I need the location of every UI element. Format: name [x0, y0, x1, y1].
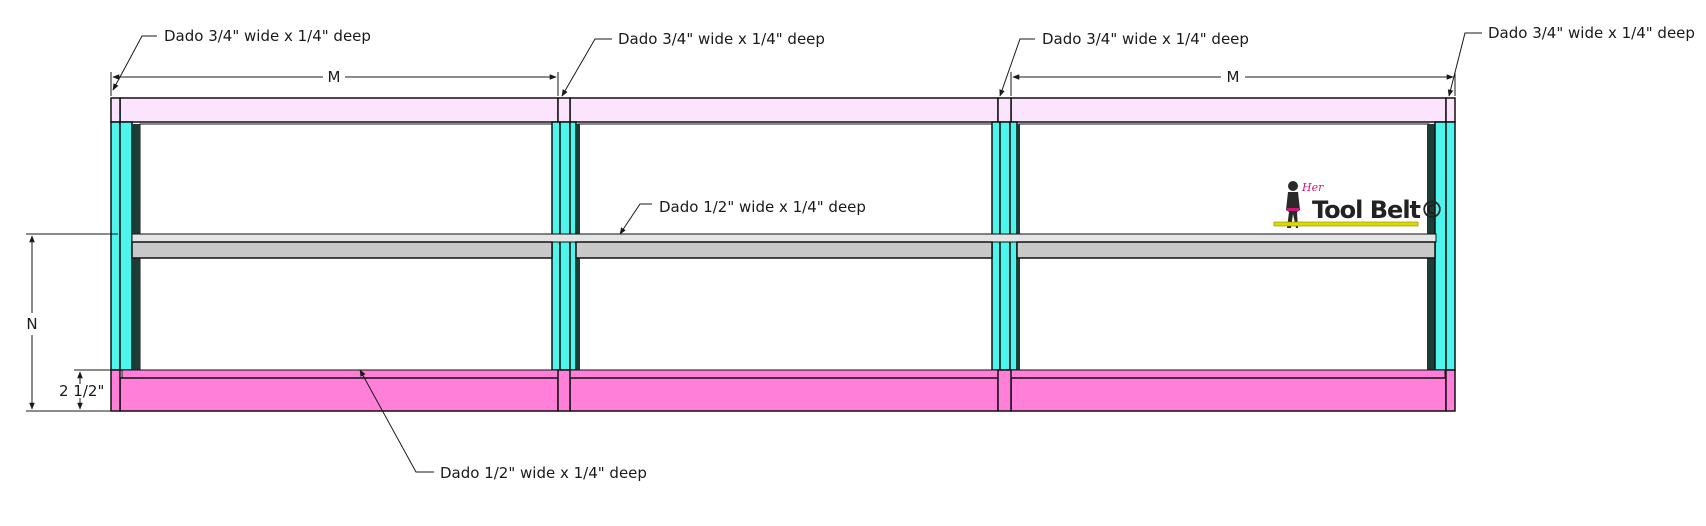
divider-2-left: [991, 121, 1001, 371]
top-panel-joint-2: [997, 97, 1012, 123]
bottom-panel-end-left: [110, 369, 121, 412]
callout-dado-bottom: Dado 1/2" wide x 1/4" deep: [359, 369, 647, 482]
callout-dado-shelf: Dado 1/2" wide x 1/4" deep: [619, 198, 866, 235]
logo-script-text: Her: [1301, 181, 1324, 194]
callout-dado-top-1-text: Dado 3/4" wide x 1/4" deep: [164, 27, 371, 45]
bottom-panel-bay-3: [1010, 377, 1447, 412]
logo-ruler: [1273, 221, 1419, 227]
dimension-m-left-label: M: [328, 68, 341, 86]
shelf: [131, 233, 1437, 259]
top-panel-joint-1: [557, 97, 571, 123]
divider-1-core: [559, 121, 571, 371]
callout-dado-top-2-text: Dado 3/4" wide x 1/4" deep: [618, 30, 825, 48]
divider-2-right: [1009, 121, 1018, 371]
dimension-base-height: 2 1/2": [59, 369, 118, 410]
top-panel: [110, 97, 1456, 123]
dimension-base-height-label: 2 1/2": [59, 382, 104, 400]
top-panel-bay-2: [569, 97, 999, 123]
shelf-bay-3: [1016, 241, 1436, 259]
callout-dado-top-3: Dado 3/4" wide x 1/4" deep: [999, 30, 1249, 97]
top-panel-end-right: [1445, 97, 1456, 123]
bottom-panel-joint-2: [997, 369, 1012, 412]
right-side-outer: [1445, 121, 1456, 371]
callout-dado-shelf-text: Dado 1/2" wide x 1/4" deep: [659, 198, 866, 216]
callout-dado-bottom-text: Dado 1/2" wide x 1/4" deep: [440, 464, 647, 482]
logo-wordmark: Tool Belt©: [1312, 196, 1443, 224]
dimension-m-right-label: M: [1227, 68, 1240, 86]
bottom-panel-bay-2: [569, 377, 999, 412]
left-side-outer: [110, 121, 121, 371]
bottom-panel-end-right: [1445, 369, 1456, 412]
shelf-bay-1: [131, 241, 553, 259]
bottom-panel-joint-1: [557, 369, 571, 412]
top-panel-bay-3: [1010, 97, 1447, 123]
bottom-lip-3: [1010, 369, 1446, 379]
dimension-n-label: N: [26, 315, 37, 333]
callout-dado-top-2: Dado 3/4" wide x 1/4" deep: [561, 30, 825, 97]
bottom-lip-2: [569, 369, 999, 379]
shelf-bay-2: [575, 241, 993, 259]
shelf-top-edge: [131, 233, 1437, 243]
left-side-inner: [119, 121, 133, 371]
dimension-m-right: M: [1010, 68, 1456, 96]
top-panel-bay-1: [119, 97, 559, 123]
bottom-panel: [110, 369, 1456, 412]
dimension-m-left: M: [110, 68, 559, 96]
bottom-panel-bay-1: [119, 377, 559, 412]
top-panel-end-left: [110, 97, 121, 123]
her-tool-belt-logo: Her Tool Belt©: [1273, 181, 1444, 228]
divider-2-core: [999, 121, 1011, 371]
callout-dado-top-3-text: Dado 3/4" wide x 1/4" deep: [1042, 30, 1249, 48]
callout-dado-top-4: Dado 3/4" wide x 1/4" deep: [1447, 24, 1695, 97]
callout-dado-top-4-text: Dado 3/4" wide x 1/4" deep: [1488, 24, 1695, 42]
divider-1-left: [551, 121, 561, 371]
divider-1-right: [569, 121, 577, 371]
bottom-lip-1: [121, 369, 559, 379]
callout-dado-top-1: Dado 3/4" wide x 1/4" deep: [112, 27, 371, 91]
right-side-inner: [1434, 121, 1447, 371]
dimension-n: N: [26, 233, 118, 412]
silhouette-icon: [1286, 181, 1300, 228]
